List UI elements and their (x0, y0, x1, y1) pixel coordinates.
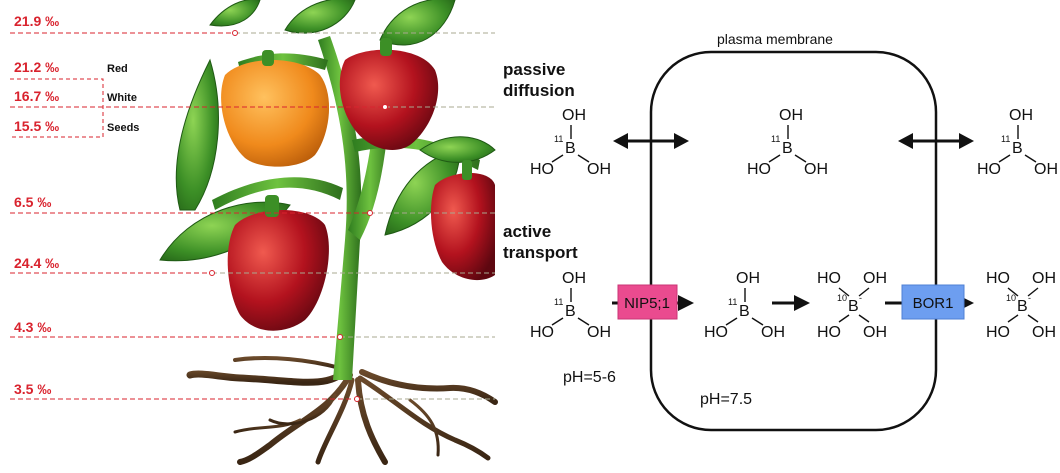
svg-text:HO: HO (817, 270, 841, 287)
bor1-transporter (901, 284, 965, 320)
active-label-line2: transport (503, 243, 578, 262)
boric-acid-outside-active: OH 11 B HO OH (530, 270, 611, 341)
active-label-line1: active (503, 222, 551, 241)
passive-label-line1: passive (503, 60, 565, 79)
nip51-label: NIP5;1 (624, 295, 670, 312)
tissue-label-seeds: Seeds (107, 122, 139, 134)
svg-text:HO: HO (977, 161, 1001, 178)
svg-text:B: B (739, 303, 750, 320)
svg-text:OH: OH (863, 324, 887, 341)
isotope-levels (10, 30, 495, 402)
svg-text:OH: OH (587, 324, 611, 341)
svg-text:OH: OH (562, 270, 586, 287)
svg-text:-: - (859, 293, 862, 303)
ph-inside: pH=7.5 (700, 391, 752, 408)
svg-text:B: B (565, 140, 576, 157)
double-arrow-right (898, 133, 974, 149)
red-pepper-top (339, 49, 439, 150)
svg-text:HO: HO (530, 324, 554, 341)
boron-transport-diagram: plasma membrane passive diffusion active… (503, 31, 1058, 432)
svg-text:11: 11 (1001, 134, 1010, 144)
red-pepper-middle (227, 210, 329, 331)
peppers (221, 38, 495, 331)
svg-text:OH: OH (1009, 107, 1033, 124)
svg-text:OH: OH (1032, 270, 1056, 287)
isotope-value-labels: 21.9 ‰ 21.2 ‰ Red 16.7 ‰ White 15.5 ‰ Se… (8, 10, 139, 397)
red-pepper-right (430, 172, 495, 281)
svg-text:OH: OH (761, 324, 785, 341)
boric-acid-outside-passive: OH 11 B HO OH (530, 107, 611, 178)
level-label-leaf-lower: 24.4 ‰ (14, 255, 59, 271)
double-arrow-left (613, 133, 689, 149)
arrow-speciation (772, 295, 810, 311)
orange-pepper (221, 60, 330, 167)
svg-text:11: 11 (728, 297, 737, 307)
svg-text:11: 11 (554, 134, 563, 144)
boric-acid-cytosol-passive: OH 11 B HO OH (747, 107, 828, 178)
svg-text:HO: HO (704, 324, 728, 341)
ph-outside: pH=5-6 (563, 369, 616, 386)
level-label-fruit-red: 21.2 ‰ (14, 59, 59, 75)
boric-acid-xylem-passive: OH 11 B HO OH (977, 107, 1058, 178)
borate-cytosol: HO OH 10 B - HO OH (817, 270, 887, 341)
svg-text:HO: HO (747, 161, 771, 178)
svg-text:HO: HO (817, 324, 841, 341)
level-label-fruit-white: 16.7 ‰ (14, 88, 59, 104)
level-label-root: 3.5 ‰ (14, 381, 51, 397)
svg-text:HO: HO (986, 270, 1010, 287)
svg-text:OH: OH (1032, 324, 1056, 341)
tissue-label-red: Red (107, 63, 128, 75)
svg-text:OH: OH (587, 161, 611, 178)
level-label-leaf-top: 21.9 ‰ (14, 13, 59, 29)
svg-text:OH: OH (1034, 161, 1058, 178)
svg-text:OH: OH (562, 107, 586, 124)
svg-text:-: - (1028, 293, 1031, 303)
boric-acid-cytosol-active: OH 11 B HO OH (704, 270, 785, 341)
svg-text:11: 11 (771, 134, 780, 144)
svg-text:B: B (782, 140, 793, 157)
tissue-label-white: White (107, 92, 137, 104)
svg-text:11: 11 (554, 297, 563, 307)
plasma-membrane-cell (649, 50, 938, 432)
borate-xylem: HO OH 10 B - HO OH (986, 270, 1056, 341)
roots (186, 355, 498, 465)
svg-text:OH: OH (736, 270, 760, 287)
svg-text:B: B (565, 303, 576, 320)
svg-text:B: B (1012, 140, 1023, 157)
svg-text:HO: HO (986, 324, 1010, 341)
svg-text:OH: OH (863, 270, 887, 287)
svg-text:OH: OH (779, 107, 803, 124)
nip51-transporter (617, 284, 678, 320)
bor1-label: BOR1 (913, 295, 954, 312)
svg-text:10: 10 (837, 293, 847, 303)
level-label-seeds: 15.5 ‰ (14, 118, 59, 134)
level-label-stem: 6.5 ‰ (14, 194, 51, 210)
level-label-stem-lower: 4.3 ‰ (14, 319, 51, 335)
svg-text:HO: HO (530, 161, 554, 178)
svg-text:B: B (1017, 298, 1028, 315)
svg-text:OH: OH (804, 161, 828, 178)
pepper-plant-illustration (159, 0, 498, 465)
passive-label-line2: diffusion (503, 81, 575, 100)
svg-text:10: 10 (1006, 293, 1016, 303)
svg-text:B: B (848, 298, 859, 315)
membrane-label: plasma membrane (717, 31, 833, 47)
